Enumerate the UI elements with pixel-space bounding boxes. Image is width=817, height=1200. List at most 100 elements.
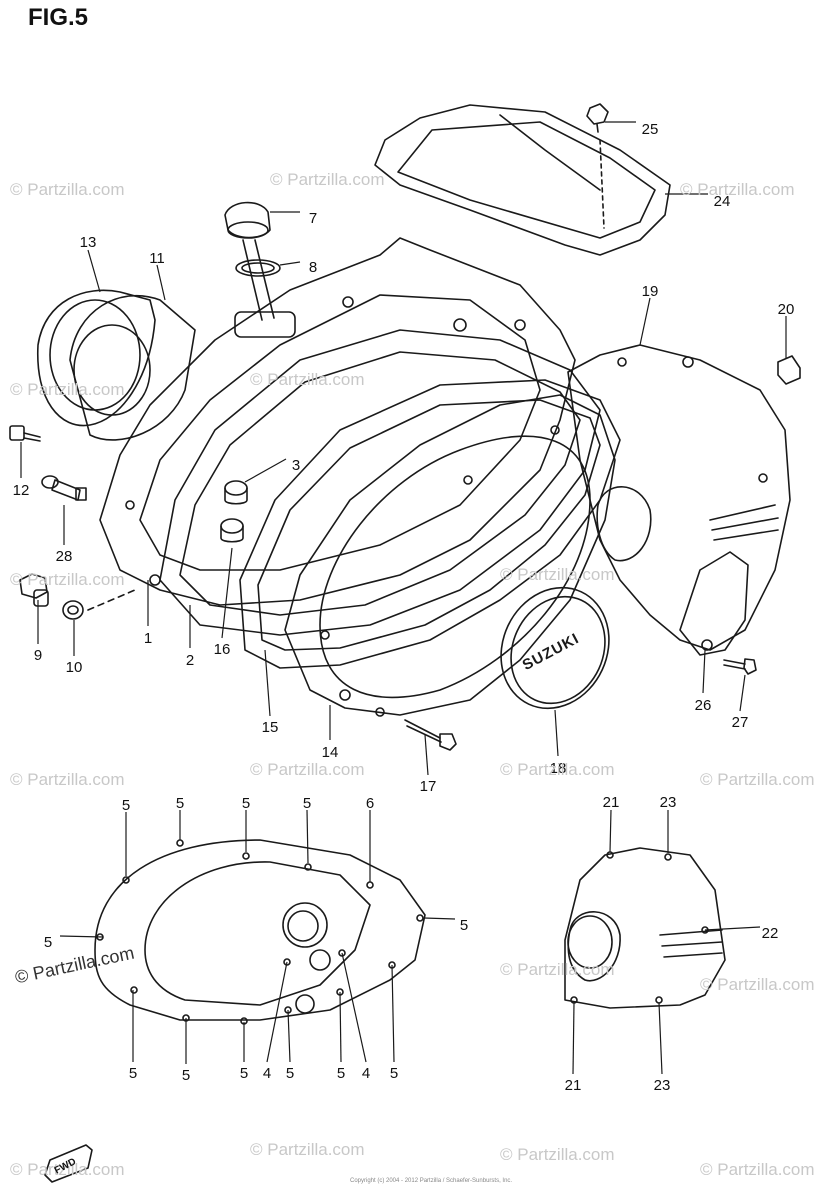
callout-leader-16: [221, 547, 233, 639]
watermark: © Partzilla.com: [10, 380, 125, 399]
callout-leader-21: [572, 1002, 575, 1075]
part-15-gasket: [239, 379, 621, 669]
callout-label-6: 6: [366, 795, 374, 812]
callout-leader-5: [339, 991, 342, 1063]
callout-label-3: 3: [292, 457, 300, 474]
callout-leader-19: [639, 297, 651, 346]
callout-label-11: 11: [149, 250, 165, 267]
callout-label-27: 27: [732, 714, 749, 731]
callout-label-4: 4: [263, 1065, 271, 1082]
callout-label-5: 5: [176, 795, 184, 812]
callout-leader-22: [704, 926, 761, 931]
callout-label-13: 13: [80, 234, 97, 251]
callout-leader-5: [306, 809, 309, 864]
callout-leader-4: [266, 961, 288, 1063]
watermark: © Partzilla.com: [250, 760, 365, 779]
callout-leader-5: [287, 1009, 291, 1063]
part-3-dowel-pin: [224, 480, 248, 505]
watermark: © Partzilla.com: [10, 180, 125, 199]
callout-label-5: 5: [303, 795, 311, 812]
callout-label-22: 22: [762, 925, 779, 942]
callout-label-9: 9: [34, 647, 42, 664]
callout-label-18: 18: [550, 760, 567, 777]
callout-label-19: 19: [642, 283, 659, 300]
part-11-gasket: [69, 295, 196, 441]
footer-copyright: Copyright (c) 2004 - 2012 Partzilla / Sc…: [350, 1178, 513, 1184]
callout-leader-3: [244, 458, 287, 483]
part-28-switch: [41, 475, 87, 501]
callout-leader-11: [156, 264, 166, 301]
part-8-o-ring: [235, 259, 281, 277]
callout-leader-5: [59, 935, 104, 938]
callout-label-25: 25: [642, 121, 659, 138]
callout-leader-15: [264, 649, 271, 717]
callout-leader-17: [424, 734, 429, 776]
part-18-suzuki-emblem: [500, 586, 610, 710]
callout-label-12: 12: [13, 482, 30, 499]
part-13-outer-cover: [37, 289, 156, 427]
part-14-clutch-cover: [284, 394, 616, 717]
part-1-crankcase-cover: [99, 237, 576, 606]
part-19-generator-cover: [567, 344, 791, 651]
watermark: © Partzilla.com: [10, 1160, 125, 1179]
callout-label-5: 5: [129, 1065, 137, 1082]
callout-label-5: 5: [286, 1065, 294, 1082]
callout-leader-18: [554, 709, 559, 757]
part-2-gasket: [159, 329, 601, 636]
callout-leader-4: [341, 952, 367, 1063]
watermark: © Partzilla.com: [500, 565, 615, 584]
part-20-plug: [777, 355, 801, 385]
callout-label-23: 23: [660, 794, 677, 811]
callout-label-17: 17: [420, 778, 437, 795]
callout-label-5: 5: [390, 1065, 398, 1082]
callout-label-5: 5: [240, 1065, 248, 1082]
callout-label-10: 10: [66, 659, 83, 676]
part-9-drain-plug: [19, 573, 49, 607]
callout-leader-27: [739, 674, 746, 712]
callout-label-21: 21: [565, 1077, 582, 1094]
callout-label-8: 8: [309, 259, 317, 276]
callout-leader-5: [391, 964, 395, 1063]
callout-label-7: 7: [309, 210, 317, 227]
part-7-oil-cap: [224, 201, 275, 321]
callout-label-5: 5: [242, 795, 250, 812]
callout-label-14: 14: [322, 744, 339, 761]
watermark: © Partzilla.com: [500, 1145, 615, 1164]
watermark: © Partzilla.com: [680, 180, 795, 199]
callout-label-24: 24: [714, 193, 731, 210]
callout-label-4: 4: [362, 1065, 370, 1082]
callout-label-1: 1: [144, 630, 152, 647]
callout-leader-lines: [20, 121, 787, 1075]
watermark: © Partzilla.com: [500, 960, 615, 979]
callout-leader-13: [87, 249, 101, 293]
callout-label-15: 15: [262, 719, 279, 736]
watermark: © Partzilla.com: [270, 170, 385, 189]
watermark: © Partzilla.com: [700, 975, 815, 994]
watermark: © Partzilla.com: [10, 570, 125, 589]
part-12-bolt: [9, 425, 41, 442]
suzuki-logo-text: SUZUKI: [520, 630, 583, 674]
fwd-arrow: [44, 1144, 93, 1183]
detail-generator-cover: [564, 847, 726, 1009]
part-27-bolt: [723, 658, 757, 675]
callout-label-20: 20: [778, 301, 795, 318]
watermark: © Partzilla.com: [700, 1160, 815, 1179]
callout-label-5: 5: [44, 934, 52, 951]
watermark: © Partzilla.com: [10, 770, 125, 789]
watermark: © Partzilla.com: [250, 370, 365, 389]
part-16-dowel-pin: [220, 518, 244, 543]
callout-label-5: 5: [337, 1065, 345, 1082]
callout-leader-21: [609, 809, 612, 853]
callout-leader-5: [423, 917, 456, 920]
watermark: © Partzilla.com: [250, 1140, 365, 1159]
callout-leader-23: [658, 1002, 663, 1075]
callout-label-5: 5: [460, 917, 468, 934]
part-17-bolt: [404, 719, 457, 751]
part-24-cover-plate: [374, 104, 671, 256]
watermark: © Partzilla.com: [700, 770, 815, 789]
callout-label-5: 5: [122, 797, 130, 814]
callout-label-21: 21: [603, 794, 620, 811]
callout-label-16: 16: [214, 641, 231, 658]
